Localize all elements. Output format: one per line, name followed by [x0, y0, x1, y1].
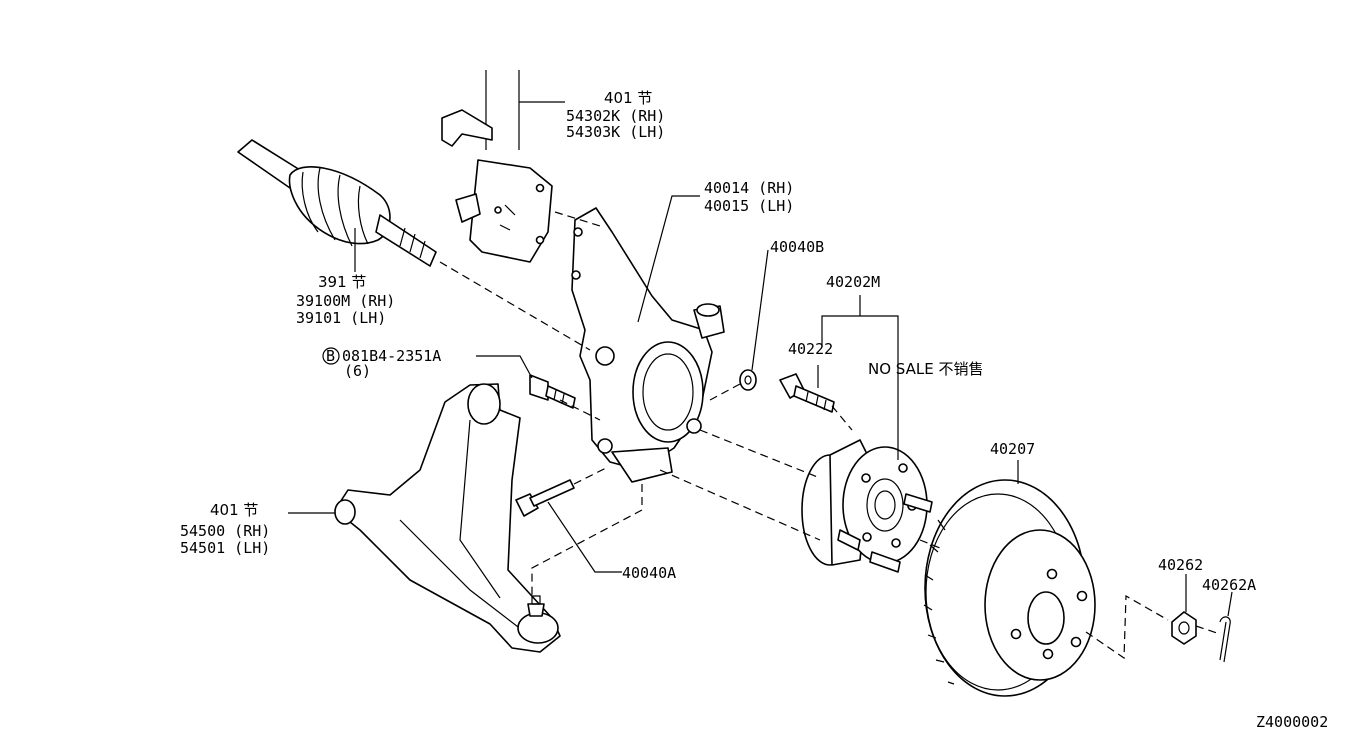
lower-bolt	[515, 479, 575, 517]
castle-nut	[1171, 611, 1197, 645]
hub-bolt	[779, 373, 835, 413]
bolt-b-label: 40040B	[770, 238, 824, 256]
bolt-qty-label: (6)	[344, 362, 371, 380]
knuckle-lh-label: 40015 (LH)	[704, 197, 794, 215]
hub-assy-label: 40202M	[826, 273, 880, 291]
assembly-lines	[439, 211, 1221, 660]
knuckle-rh-label: 40014 (RH)	[704, 179, 794, 197]
knuckle-bolt	[529, 374, 576, 409]
strut-group-label: 401 节	[604, 89, 652, 107]
leader-lines	[288, 101, 1233, 617]
steering-knuckle	[571, 207, 725, 483]
lower-control-arm	[334, 383, 561, 653]
arm-group-label: 401 节	[210, 501, 258, 519]
no-sale-note: NO SALE 不销售	[868, 360, 983, 378]
arm-lh-label: 54501 (LH)	[180, 539, 270, 557]
arm-rh-label: 54500 (RH)	[180, 522, 270, 540]
diagram-code: Z4000002	[1256, 713, 1328, 731]
strut-rh-label: 54302K (RH)	[566, 107, 665, 125]
hub-assembly	[801, 439, 933, 573]
drive-shaft	[237, 139, 437, 267]
strut-assembly	[441, 70, 553, 263]
washer	[739, 369, 757, 391]
bolt-circle-letter: B	[326, 347, 335, 365]
brake-rotor	[923, 479, 1096, 697]
shaft-lh-label: 39101 (LH)	[296, 309, 386, 327]
nut-label: 40262	[1158, 556, 1203, 574]
bolt-a-label: 40040A	[622, 564, 676, 582]
cotter-pin	[1219, 616, 1231, 663]
rotor-label: 40207	[990, 440, 1035, 458]
bolt-part-label: 081B4-2351A	[342, 347, 441, 365]
shaft-group-label: 391 节	[318, 273, 366, 291]
cotter-pin-label: 40262A	[1202, 576, 1256, 594]
shaft-rh-label: 39100M (RH)	[296, 292, 395, 310]
hub-bolt-label: 40222	[788, 340, 833, 358]
strut-lh-label: 54303K (LH)	[566, 123, 665, 141]
bolt-circle-icon	[322, 347, 340, 365]
